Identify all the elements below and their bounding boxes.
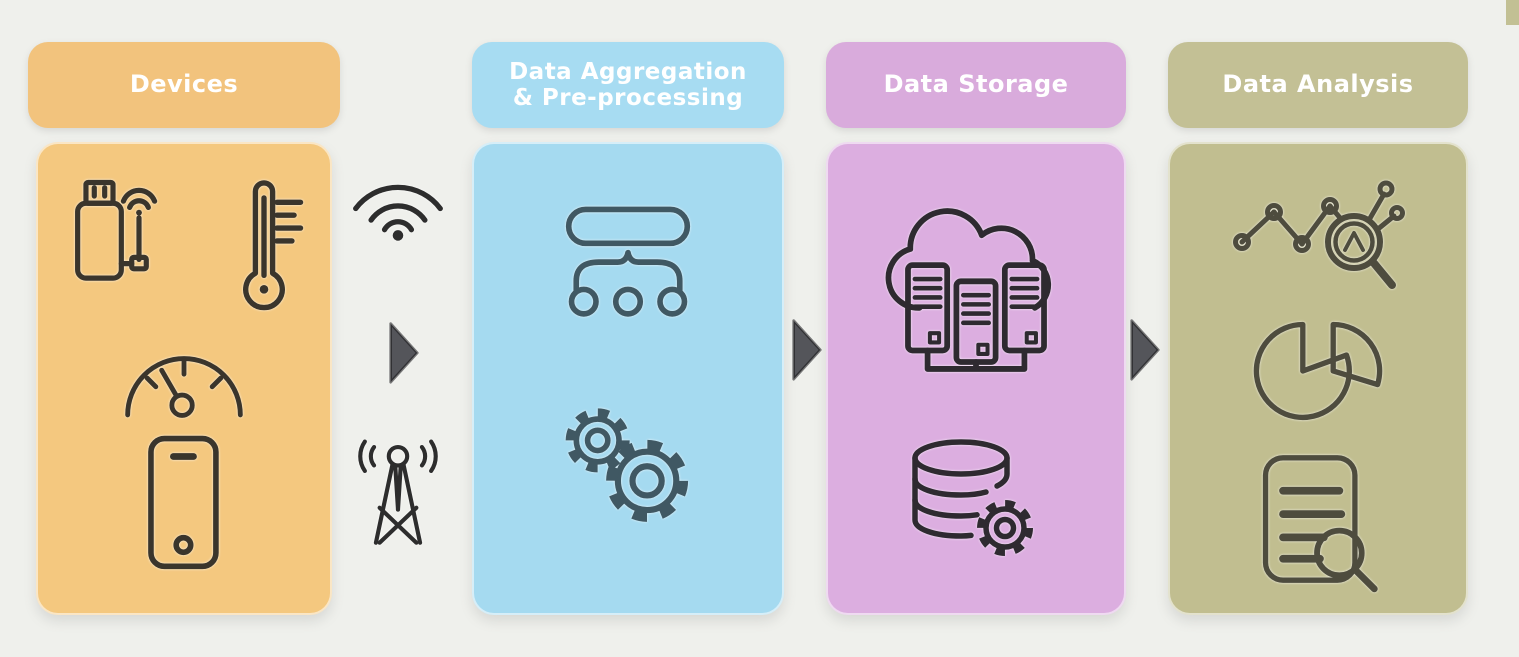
column-storage: Data Storage (826, 0, 1126, 657)
aggregation-header-label-line1: Data Aggregation (509, 58, 747, 85)
gauge-icon (125, 356, 243, 419)
analysis-header-label: Data Analysis (1222, 70, 1414, 99)
database-gear-icon (912, 439, 1033, 557)
column-aggregation: Data Aggregation & Pre-processing (472, 0, 784, 657)
corner-artifact (1506, 0, 1519, 25)
thermometer-icon (242, 180, 303, 311)
analysis-panel (1168, 142, 1468, 615)
radio-tower-icon (352, 436, 444, 546)
analysis-header-pill: Data Analysis (1168, 42, 1468, 128)
column-devices: Devices (28, 0, 340, 657)
usb-dongle-icon (75, 179, 158, 281)
storage-header-label: Data Storage (883, 70, 1069, 99)
devices-panel (36, 142, 332, 615)
flow-arrow-icon (388, 320, 420, 390)
aggregation-header-label-line2: & Pre-processing (512, 85, 744, 111)
pie-chart-icon (1253, 321, 1383, 421)
aggregation-flow-icon (565, 206, 691, 317)
aggregation-header-pill: Data Aggregation & Pre-processing (472, 42, 784, 128)
trend-magnifier-icon (1233, 180, 1405, 289)
devices-header-pill: Devices (28, 42, 340, 128)
report-magnifier-icon (1262, 455, 1378, 593)
storage-panel (826, 142, 1126, 615)
devices-icon-row (61, 170, 306, 331)
gears-icon (565, 408, 689, 523)
devices-header-label: Devices (129, 70, 239, 99)
cloud-servers-icon (885, 208, 1052, 372)
column-analysis: Data Analysis (1168, 0, 1468, 657)
flow-arrow-icon (1129, 317, 1161, 387)
storage-header-pill: Data Storage (826, 42, 1126, 128)
wifi-signal-icon (348, 172, 448, 243)
smartphone-icon (148, 435, 219, 570)
flow-arrow-icon (791, 317, 823, 387)
aggregation-panel (472, 142, 784, 615)
